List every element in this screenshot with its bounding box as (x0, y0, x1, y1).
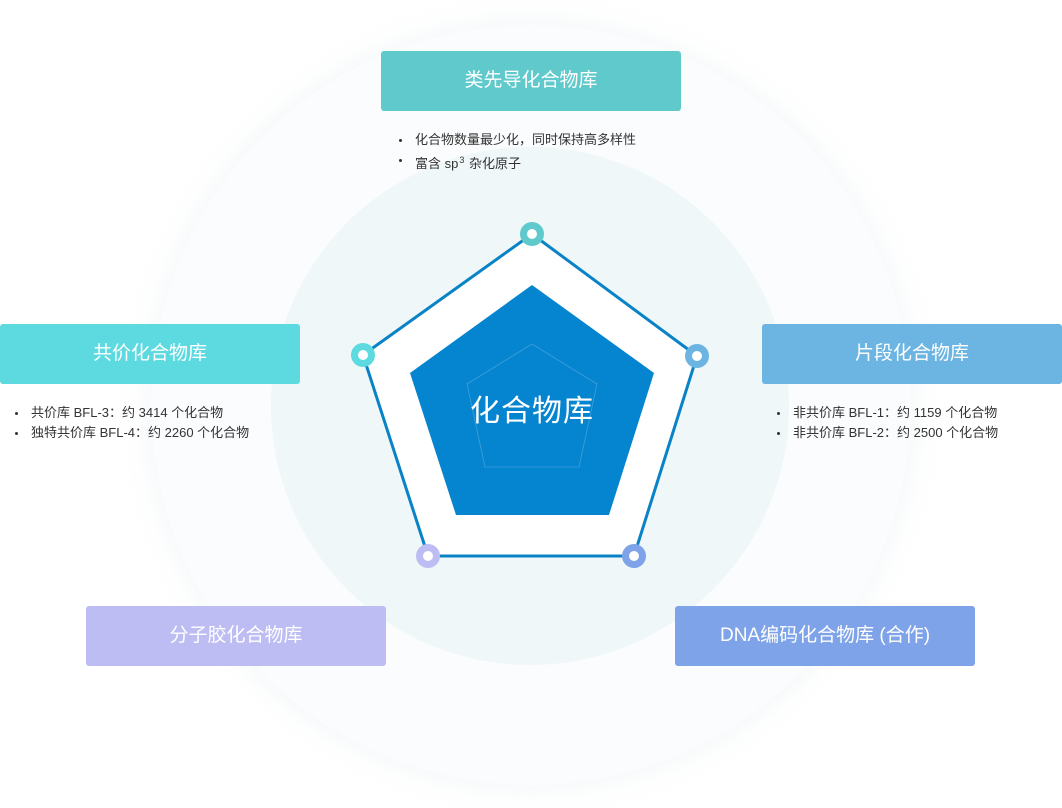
inner-pentagon (410, 285, 654, 515)
vertex-dot-bottom-right (622, 544, 646, 568)
dna-encoded-library-box: DNA编码化合物库 (合作) (675, 606, 975, 666)
list-item: 独特共价库 BFL-4：约 2260 个化合物 (13, 423, 249, 443)
list-item: 化合物数量最少化，同时保持高多样性 (397, 130, 636, 150)
bullet-text: 富含 sp (415, 156, 459, 171)
fragment-library-bullets: 非共价库 BFL-1：约 1159 个化合物 非共价库 BFL-2：约 2500… (775, 403, 998, 443)
list-item: 富含 sp3 杂化原子 (397, 150, 636, 174)
covalent-library-box: 共价化合物库 (0, 324, 300, 384)
superscript: 3 (459, 155, 465, 165)
bullet-text: 杂化原子 (465, 156, 521, 171)
list-item: 非共价库 BFL-2：约 2500 个化合物 (775, 423, 998, 443)
molecular-glue-library-box: 分子胶化合物库 (86, 606, 386, 666)
list-item: 共价库 BFL-3：约 3414 个化合物 (13, 403, 249, 423)
center-title: 化合物库 (470, 395, 594, 428)
lead-like-library-bullets: 化合物数量最少化，同时保持高多样性 富含 sp3 杂化原子 (397, 130, 636, 174)
vertex-dot-left (351, 343, 375, 367)
lead-like-library-box: 类先导化合物库 (381, 51, 681, 111)
inner-pentagon-outline (466, 343, 598, 468)
vertex-dot-top (520, 222, 544, 246)
list-item: 非共价库 BFL-1：约 1159 个化合物 (775, 403, 998, 423)
vertex-dot-right (685, 344, 709, 368)
fragment-library-box: 片段化合物库 (762, 324, 1062, 384)
covalent-library-bullets: 共价库 BFL-3：约 3414 个化合物 独特共价库 BFL-4：约 2260… (13, 403, 249, 443)
vertex-dot-bottom-left (416, 544, 440, 568)
